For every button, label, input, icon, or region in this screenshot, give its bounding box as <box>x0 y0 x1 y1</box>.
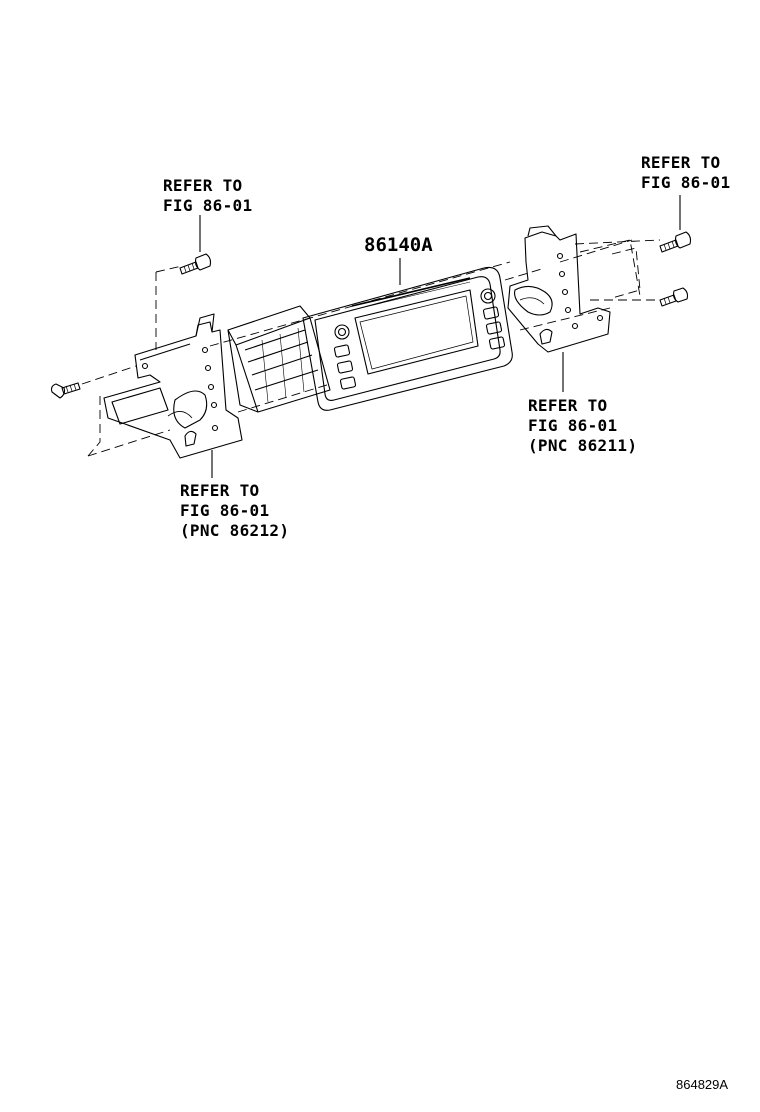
right-mounting-bracket <box>507 225 611 392</box>
callout-right-bracket-line1: REFER TO <box>528 396 608 415</box>
part-number-label: 86140A <box>364 234 433 256</box>
screw-top-left <box>179 215 212 275</box>
alignment-lines <box>81 239 661 457</box>
left-mounting-bracket <box>103 313 243 478</box>
screw-top-right <box>659 195 692 253</box>
callout-left-bracket-line1: REFER TO <box>180 481 260 500</box>
callout-left-bracket-line3: (PNC 86212) <box>180 521 290 540</box>
callout-top-left-line2: FIG 86-01 <box>163 196 253 215</box>
screw-left <box>50 382 81 399</box>
navigation-radio-unit <box>227 258 513 413</box>
screw-right-lower <box>659 287 689 307</box>
callout-right-bracket-line3: (PNC 86211) <box>528 436 638 455</box>
callout-right-bracket-line2: FIG 86-01 <box>528 416 618 435</box>
callout-left-bracket-line2: FIG 86-01 <box>180 501 270 520</box>
callout-top-right-line2: FIG 86-01 <box>641 173 731 192</box>
figure-id: 864829A <box>676 1077 729 1092</box>
callout-top-left-line1: REFER TO <box>163 176 243 195</box>
callout-top-right-line1: REFER TO <box>641 153 721 172</box>
